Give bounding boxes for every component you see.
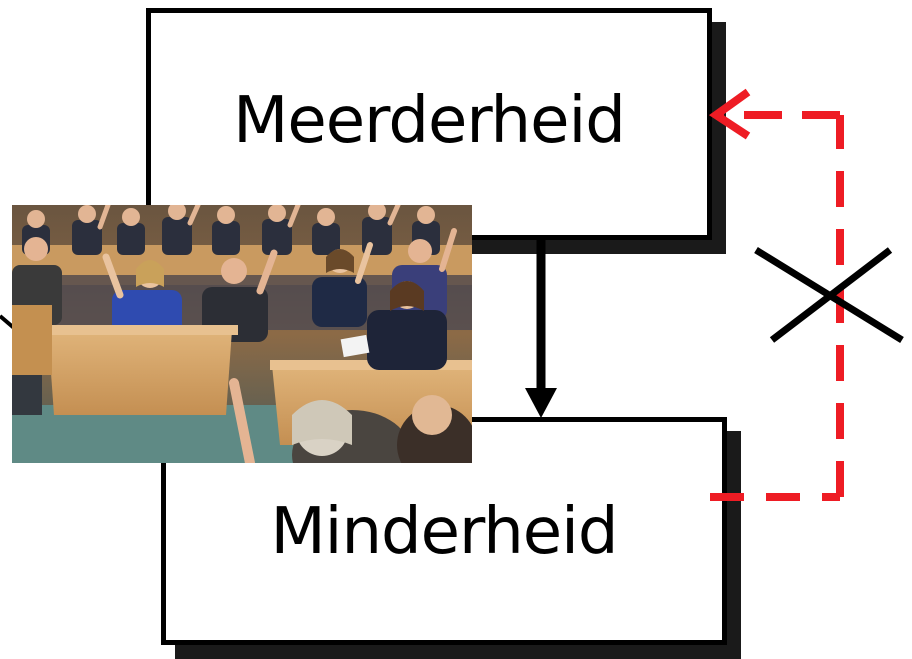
photo-image	[12, 205, 472, 463]
majority-box: Meerderheid	[146, 8, 712, 240]
forward-arrow	[525, 240, 557, 418]
cross-icon	[754, 247, 904, 343]
feedback-arrow	[710, 111, 844, 501]
majority-label: Meerderheid	[233, 84, 626, 158]
minority-label: Minderheid	[270, 495, 618, 569]
feedback-arrowhead-icon	[708, 88, 751, 140]
left-edge-line	[0, 314, 16, 330]
parliament-vote-photo	[12, 205, 472, 463]
